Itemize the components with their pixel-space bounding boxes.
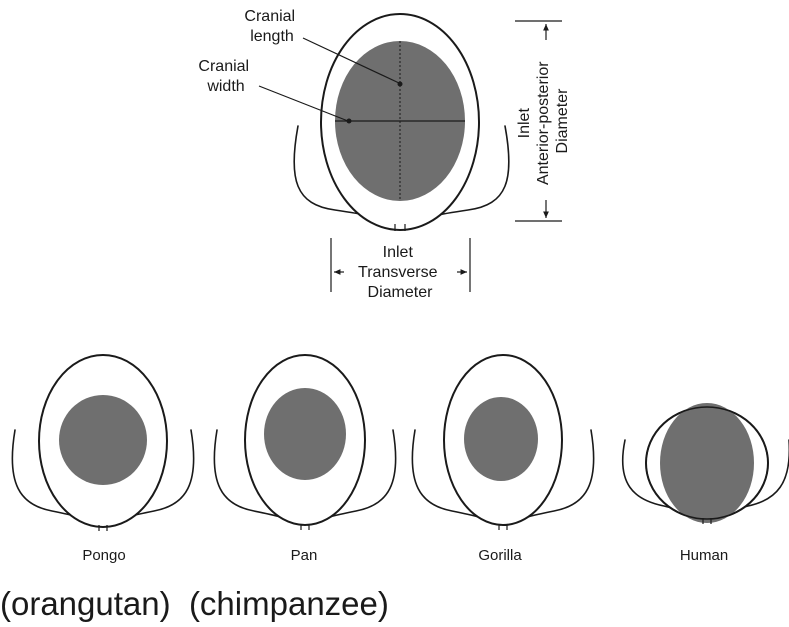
inlet-transverse-line-2: Transverse xyxy=(358,264,438,281)
cranial-width-point xyxy=(347,119,352,124)
species-label-pan: Pan xyxy=(291,547,318,564)
pongo-cranium xyxy=(59,395,147,485)
inlet-transverse-line-3: Diameter xyxy=(368,284,434,301)
species-diagram-human: Human xyxy=(623,403,789,564)
label-cranial-width: Cranial width xyxy=(198,58,253,95)
cranial-length-point xyxy=(398,82,403,87)
species-label-gorilla: Gorilla xyxy=(478,547,522,564)
cranial-length-line-1: Cranial xyxy=(244,8,295,25)
cranial-length-line-2: length xyxy=(250,28,294,45)
inlet-ap-line-2: Anterior-posterior xyxy=(535,61,552,185)
species-label-human: Human xyxy=(680,547,728,564)
species-diagram-pongo: Pongo xyxy=(12,355,193,564)
inlet-ap-line-1: Inlet xyxy=(516,108,533,139)
label-cranial-length: Cranial length xyxy=(244,8,299,45)
cranial-width-line-1: Cranial xyxy=(198,58,249,75)
pan-cranium xyxy=(264,388,346,480)
label-inlet-transverse: Inlet Transverse Diameter xyxy=(358,244,442,301)
gorilla-cranium xyxy=(464,397,538,481)
inlet-ap-line-3: Diameter xyxy=(554,88,571,154)
main-pelvis-diagram: Cranial length Cranial width Inlet Anter… xyxy=(198,8,571,301)
label-inlet-ap: Inlet Anterior-posterior Diameter xyxy=(516,57,571,185)
cranial-width-line-2: width xyxy=(206,78,244,95)
common-names-caption: (orangutan) (chimpanzee) xyxy=(0,585,389,622)
human-cranium xyxy=(660,403,754,523)
species-diagram-pan: Pan xyxy=(214,355,395,564)
inlet-transverse-line-1: Inlet xyxy=(383,244,414,261)
species-label-pongo: Pongo xyxy=(82,547,125,564)
species-diagram-gorilla: Gorilla xyxy=(412,355,593,564)
